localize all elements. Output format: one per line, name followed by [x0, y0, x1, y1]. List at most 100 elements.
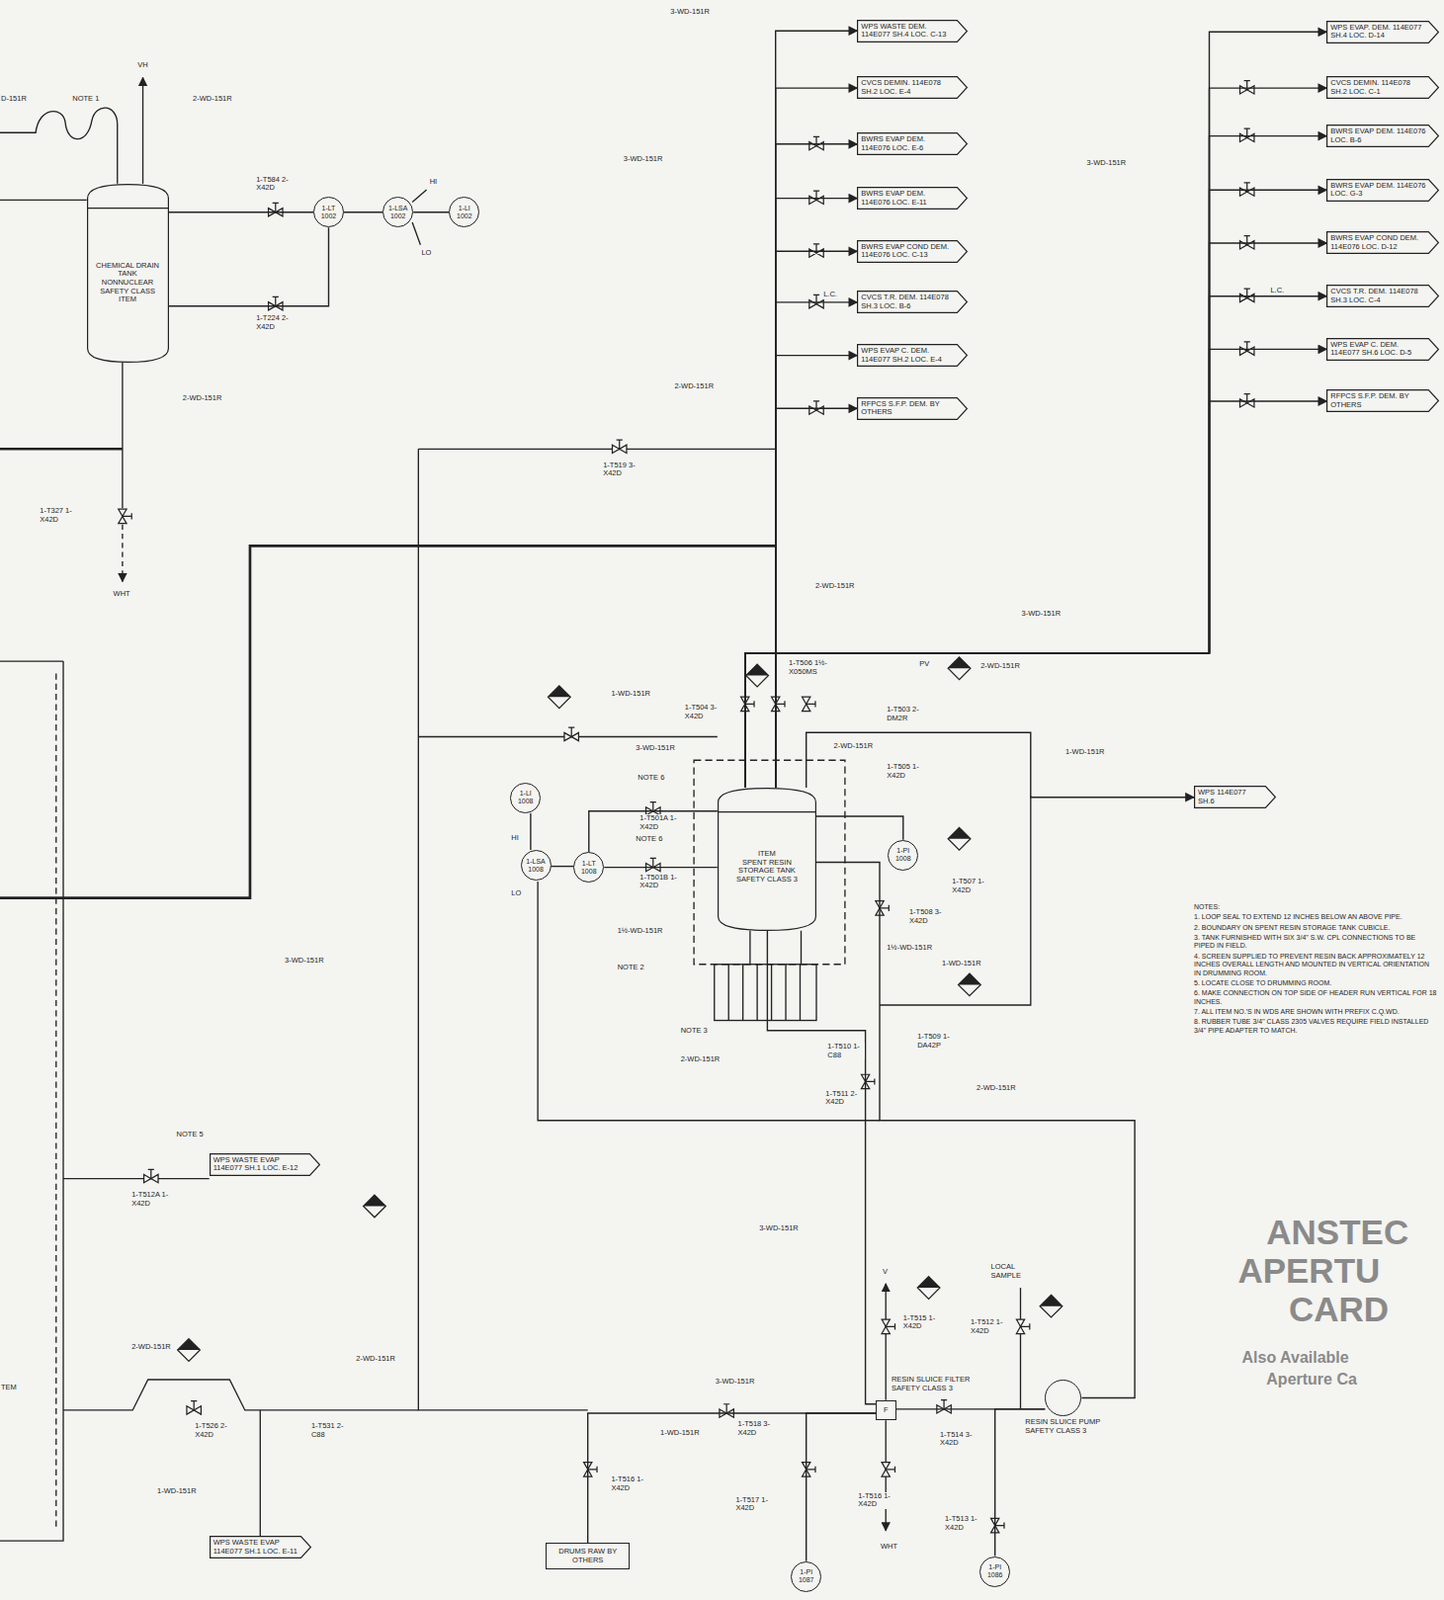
node-text: 1-LT [582, 859, 596, 868]
node-text: ITEM [758, 849, 776, 859]
node-text: 1-LT [322, 204, 337, 213]
pipe-line [775, 30, 858, 788]
pipe-graphic [746, 664, 769, 687]
pipe-graphic [881, 1462, 895, 1477]
pipe-graphic [771, 696, 785, 711]
pipe-graphic [144, 1169, 159, 1183]
node-text: CVCS DEMIN. 114E078 SH.2 LOC. C-1 [1330, 79, 1427, 96]
reference-box: DRUMS RAW BY OTHERS [545, 1542, 630, 1570]
label-text: 3-WD-151R [283, 956, 326, 966]
pipe-graphic [418, 448, 588, 1411]
node-text: BWRS EVAP DEM. 114E076 LOC. E-6 [860, 135, 955, 153]
note-text: 5. LOCATE CLOSE TO DRUMMING ROOM. [1193, 979, 1438, 988]
label-text: TEM [0, 1383, 18, 1393]
label-text: 2-WD-151R [975, 1084, 1018, 1094]
offpage-connector: CVCS DEMIN. 114E078 SH.2 LOC. E-4 [856, 76, 968, 99]
offpage-connector: RFPCS S.F.P. DEM. BY OTHERS [1326, 389, 1440, 413]
node-text: DRUMS RAW BY OTHERS [551, 1547, 624, 1565]
pipe-line [745, 136, 1328, 789]
offpage-connector-outline [857, 291, 968, 314]
label-text: 1-T505 1-X42D [885, 763, 927, 780]
pipe-line [775, 144, 858, 788]
pipe-graphic [0, 77, 1266, 1541]
label-text: 1-T513 1-X42D [943, 1515, 983, 1532]
pipe-graphic [142, 77, 144, 183]
label-text: 1-T516 1-X42D [856, 1492, 896, 1510]
node-text: 1-LI [458, 204, 471, 213]
node-text: 1-LSA [388, 204, 408, 213]
pipe-graphic [809, 294, 824, 308]
pipe-line [168, 211, 314, 213]
label-text: 2-WD-151R [833, 742, 875, 752]
instrument-bubble: 1-LSA1008 [520, 849, 552, 881]
note-text: 1. LOOP SEAL TO EXTEND 12 INCHES BELOW A… [1193, 913, 1438, 922]
offpage-connector: BWRS EVAP DEM. 114E076 LOC. E-11 [856, 186, 968, 210]
pipe-line [745, 189, 1328, 788]
offpage-connector-outline [857, 397, 968, 420]
label-text: 2-WD-151R [181, 394, 224, 404]
pipe-graphic [875, 901, 889, 916]
offpage-connector: RFPCS S.F.P. DEM. BY OTHERS [856, 397, 968, 421]
label-text: 1-T507 1-X42D [950, 877, 992, 895]
offpage-connector: WPS WASTE DEM. 114E077 SH.4 LOC. C-13 [856, 19, 968, 43]
instrument-bubble: 1-LT1008 [573, 851, 604, 883]
watermark-text: Aperture Ca [1265, 1370, 1359, 1389]
node-text: 1002 [390, 212, 407, 221]
instrument-bubble: 1-PI1087 [790, 1561, 822, 1593]
pipe-line [816, 862, 1135, 1399]
pipe-graphic [802, 696, 816, 711]
label-text: NOTE 6 [636, 773, 666, 783]
node-text: RESIN SLUICE FILTER SAFETY CLASS 3 [890, 1375, 987, 1393]
pipe-graphic [719, 1404, 734, 1418]
label-text: 1-T506 1½-X050MS [787, 659, 853, 677]
pipe-graphic [612, 439, 627, 453]
label-text: 1-T517 1-X42D [734, 1496, 773, 1514]
label-text: PV [918, 660, 931, 670]
pipe-line [168, 227, 329, 307]
pipe-graphic [714, 964, 817, 1021]
pipe-graphic [186, 1401, 201, 1415]
node-text: 1008 [895, 854, 912, 863]
offpage-connector-outline [1327, 285, 1440, 308]
label-text: 1-T531 2-C88 [310, 1422, 349, 1440]
label-text: 1-T501A 1-X42D [638, 814, 681, 832]
offpage-connector-outline [1327, 390, 1440, 413]
offpage-connector-outline [1194, 786, 1276, 809]
pipe-line [816, 816, 904, 841]
pipe-line [745, 87, 1328, 788]
label-text: 1-T512 1-X42D [969, 1318, 1009, 1336]
offpage-connector: CVCS DEMIN. 114E078 SH.2 LOC. C-1 [1326, 76, 1440, 99]
label-text: 1-WD-151R [940, 959, 983, 969]
label-text: LO [509, 889, 522, 899]
pipe-graphic [809, 401, 824, 415]
pipe-graphic [1239, 81, 1254, 94]
pipe-graphic [177, 1339, 201, 1362]
node-text: WPS WASTE EVAP 114E077 SH.1 LOC. E-12 [213, 1156, 308, 1174]
offpage-connector-outline [857, 240, 968, 262]
pipe-graphic [885, 1283, 887, 1401]
pipe-graphic [1019, 1287, 1021, 1410]
pipe-graphic [564, 727, 579, 741]
node-text: 1-PI [988, 1563, 1002, 1572]
pipe-graphic [809, 190, 824, 204]
pipe-graphic [809, 136, 824, 150]
pipe-line [588, 1413, 876, 1543]
node-text: CVCS T.R. DEM. 114E078 SH.3 LOC. B-6 [860, 293, 955, 311]
label-text: 1-WD-151R [659, 1429, 701, 1439]
pipe-line [529, 813, 531, 850]
offpage-connector: BWRS EVAP COND DEM. 114E076 LOC. C-13 [856, 240, 968, 263]
node-text: WPS EVAP C. DEM. 114E077 SH.6 LOC. D-5 [1330, 340, 1427, 358]
pipe-line [589, 811, 718, 852]
pipe-graphic [584, 1462, 597, 1477]
pipe-line [775, 198, 858, 789]
pipe-graphic [1239, 182, 1254, 196]
label-text: 1½-WD-151R [616, 927, 665, 936]
instrument-bubble: 1-LI1008 [509, 782, 541, 814]
node-text: 1002 [321, 212, 338, 221]
offpage-connector-outline [1327, 178, 1440, 201]
node-text: F [883, 1406, 889, 1416]
note-text: 8. RUBBER TUBE 3/4" CLASS 2305 VALVES RE… [1193, 1018, 1438, 1035]
label-text: 3-WD-151R [758, 1224, 800, 1234]
node-text: 1087 [798, 1576, 815, 1585]
label-text: HI [509, 834, 520, 844]
